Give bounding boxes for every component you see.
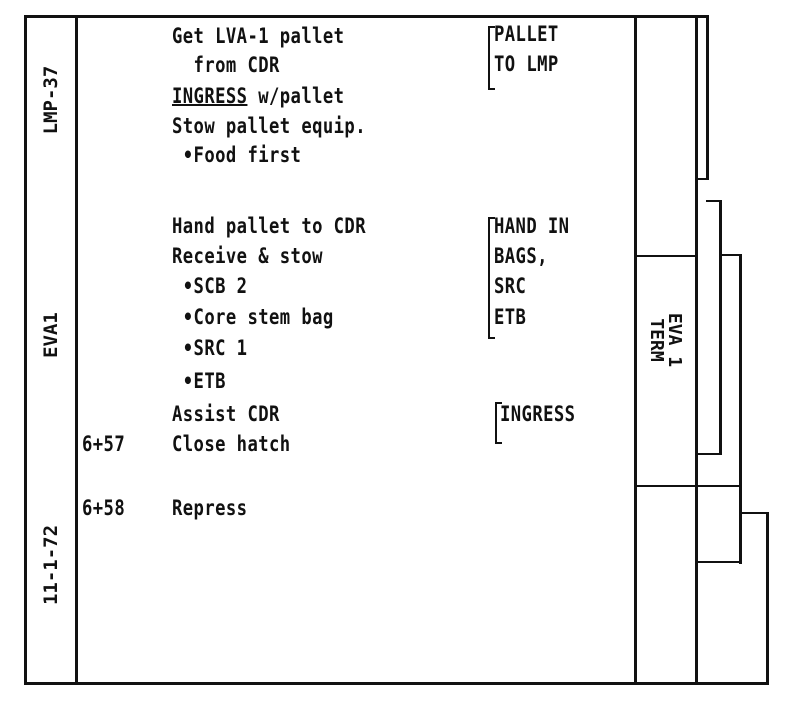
tab-edge-3-top — [719, 254, 741, 256]
frame-top-border — [24, 15, 707, 18]
step-text: Repress — [172, 496, 248, 520]
note-line: INGRESS — [500, 402, 576, 426]
note-line: BAGS, — [494, 244, 548, 268]
tab-edge-1 — [706, 15, 709, 180]
note-bracket — [488, 217, 495, 339]
note-line: HAND IN — [494, 214, 570, 238]
eva-term-tab-label: EVA 1 TERM — [646, 312, 685, 368]
term-box-top — [634, 255, 698, 257]
step-text: Stow pallet equip. — [172, 114, 366, 138]
step-text: •Food first — [172, 143, 302, 167]
side-strip-divider — [75, 15, 78, 685]
step-text: Receive & stow — [172, 244, 323, 268]
tab-edge-4 — [766, 512, 769, 685]
tab-edge-2 — [719, 200, 722, 455]
main-panel-right-border — [634, 15, 637, 685]
term-box-bottom — [634, 485, 742, 487]
note-line: TO LMP — [494, 52, 559, 76]
step-time: 6+58 — [82, 496, 126, 520]
tab-edge-1-bottom — [695, 178, 709, 180]
step-text: Get LVA-1 pallet — [172, 24, 345, 48]
frame-bottom-border — [24, 682, 769, 685]
tab-column-border — [695, 15, 698, 685]
frame-left-border — [24, 15, 27, 685]
note-line: SRC — [494, 274, 527, 298]
tab-label-line1: EVA 1 — [664, 312, 685, 368]
step-text: Assist CDR — [172, 402, 280, 426]
step-text: INGRESS w/pallet — [172, 84, 344, 108]
step-text: Hand pallet to CDR — [172, 214, 366, 238]
step-text: •ETB — [172, 369, 226, 393]
tab-edge-2-bottom — [695, 453, 722, 455]
note-bracket — [495, 402, 502, 444]
tab-label-line2: TERM — [646, 318, 667, 362]
note-bracket — [488, 26, 495, 90]
tab-edge-3 — [739, 254, 742, 564]
step-text: •SCB 2 — [172, 274, 248, 298]
step-text: from CDR — [172, 53, 280, 77]
section-label: EVA1 — [40, 312, 62, 358]
tab-edge-3-bottom — [695, 561, 742, 563]
tab-edge-2-top — [706, 200, 722, 202]
step-time: 6+57 — [82, 432, 126, 456]
step-suffix: w/pallet — [247, 84, 345, 108]
note-line: PALLET — [494, 22, 559, 46]
tab-edge-4-top — [739, 512, 769, 514]
page-number-label: LMP-37 — [40, 65, 62, 135]
note-line: ETB — [494, 305, 527, 329]
step-text: •SRC 1 — [172, 336, 248, 360]
step-text: •Core stem bag — [172, 305, 334, 329]
date-label: 11-1-72 — [40, 524, 62, 606]
step-text: Close hatch — [172, 432, 291, 456]
ingress-underlined: INGRESS — [172, 84, 248, 108]
